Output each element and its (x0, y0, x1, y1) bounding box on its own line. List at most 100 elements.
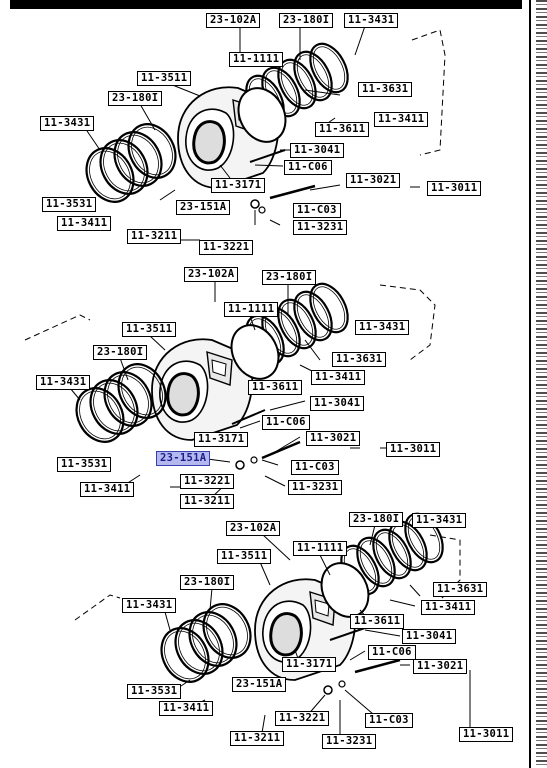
seal-ring (375, 532, 409, 576)
part-label[interactable]: 11-3411 (311, 370, 366, 385)
leader-line (304, 339, 321, 361)
part-label[interactable]: 11-3211 (230, 731, 285, 746)
part-label[interactable]: 11-3511 (137, 71, 192, 86)
seal-ring (99, 139, 149, 195)
seal-ring (79, 390, 121, 440)
part-label[interactable]: 11-3431 (355, 320, 410, 335)
part-label[interactable]: 11-3041 (402, 629, 457, 644)
washer (323, 685, 333, 695)
part-label[interactable]: 11-3611 (350, 614, 405, 629)
part-label[interactable]: 11-3631 (433, 582, 488, 597)
leader-line (264, 475, 286, 487)
part-label[interactable]: 11-3021 (306, 431, 361, 446)
part-label[interactable]: 23-180I (279, 13, 334, 28)
part-label[interactable]: 11-C06 (284, 160, 332, 175)
part-label[interactable]: 11-3631 (358, 82, 413, 97)
part-label[interactable]: 11-3411 (80, 482, 135, 497)
part-label[interactable]: 11-3431 (36, 375, 91, 390)
part-label[interactable]: 23-180I (262, 270, 317, 285)
leader-line (254, 164, 284, 167)
oil-seal (230, 324, 280, 380)
part-label[interactable]: 11-3041 (310, 396, 365, 411)
part-label[interactable]: 23-102A (226, 521, 281, 536)
part-label[interactable]: 11-3211 (127, 229, 182, 244)
leader-line (119, 357, 129, 381)
part-label[interactable]: 11-1111 (224, 302, 279, 317)
part-label[interactable]: 11-C06 (262, 415, 310, 430)
part-label[interactable]: 23-180I (180, 575, 235, 590)
seal-ring (277, 298, 317, 350)
part-label[interactable]: 23-180I (349, 512, 404, 527)
part-label[interactable]: 11-3231 (293, 220, 348, 235)
part-label[interactable]: 11-3431 (412, 513, 467, 528)
part-label[interactable]: 11-3411 (57, 216, 112, 231)
part-label[interactable]: 11-C06 (368, 645, 416, 660)
part-label[interactable]: 23-102A (206, 13, 261, 28)
part-label[interactable]: 11-C03 (293, 203, 341, 218)
seal-ring (404, 512, 444, 564)
leader-line (304, 89, 341, 96)
part-label[interactable]: 23-151A (176, 200, 231, 215)
leader-line (69, 387, 81, 401)
part-label[interactable]: 11-3011 (427, 181, 482, 196)
dashed-guide (379, 284, 436, 361)
part-label-selected[interactable]: 23-151A (156, 451, 211, 466)
leader-line (261, 533, 291, 561)
part-label[interactable]: 11-C03 (291, 460, 339, 475)
part-label[interactable]: 11-3211 (180, 494, 235, 509)
part-label[interactable]: 11-3231 (288, 480, 343, 495)
part-label[interactable]: 11-3171 (282, 657, 337, 672)
leader-line (239, 420, 261, 429)
seal-ring (107, 374, 149, 424)
part-label[interactable]: 11-3011 (386, 442, 441, 457)
part-label[interactable]: 11-3631 (332, 352, 387, 367)
right-border-line (529, 0, 531, 768)
part-label[interactable]: 11-3221 (180, 474, 235, 489)
part-label[interactable]: 11-3221 (275, 711, 330, 726)
part-label[interactable]: 23-151A (232, 677, 287, 692)
seal-ring (103, 371, 153, 427)
part-label[interactable]: 11-3611 (315, 122, 370, 137)
rotor-housing (254, 578, 357, 681)
seal-ring (372, 528, 412, 580)
part-label[interactable]: 11-1111 (229, 52, 284, 67)
part-label[interactable]: 11-3431 (122, 598, 177, 613)
dowel-pin (269, 184, 316, 200)
part-label[interactable]: 11-3221 (199, 240, 254, 255)
part-label[interactable]: 11-3231 (322, 734, 377, 749)
part-label[interactable]: 11-1111 (293, 541, 348, 556)
part-label[interactable]: 11-3041 (290, 143, 345, 158)
part-label[interactable]: 11-3611 (248, 380, 303, 395)
part-label[interactable]: 11-3531 (57, 457, 112, 472)
housing-outline (314, 599, 330, 617)
part-label[interactable]: 11-3021 (346, 173, 401, 188)
part-label[interactable]: 11-3511 (122, 322, 177, 337)
part-label[interactable]: 11-3011 (459, 727, 514, 742)
part-label[interactable]: 23-102A (184, 267, 239, 282)
part-label[interactable]: 23-180I (108, 91, 163, 106)
seal-ring (309, 42, 349, 94)
part-label[interactable]: 11-3171 (194, 432, 249, 447)
part-label[interactable]: 11-3531 (42, 197, 97, 212)
seal-ring (202, 603, 252, 659)
seal-ring (280, 62, 314, 106)
part-label[interactable]: 11-3431 (344, 13, 399, 28)
part-label[interactable]: 23-180I (93, 345, 148, 360)
oil-seal (237, 87, 287, 143)
part-label[interactable]: 11-3021 (413, 659, 468, 674)
part-label[interactable]: 11-3411 (374, 112, 429, 127)
housing-outline (166, 372, 200, 417)
dashed-guide (411, 29, 446, 156)
seal-ring (89, 379, 139, 435)
part-label[interactable]: 11-3411 (159, 701, 214, 716)
part-label[interactable]: 11-C03 (365, 713, 413, 728)
seal-ring (117, 134, 159, 184)
part-label[interactable]: 11-3531 (127, 684, 182, 699)
seal-ring (113, 131, 163, 187)
part-label[interactable]: 11-3431 (40, 116, 95, 131)
part-label[interactable]: 11-3411 (421, 600, 476, 615)
part-label[interactable]: 11-3511 (217, 549, 272, 564)
dashed-guide (24, 314, 91, 341)
leader-line (164, 611, 171, 631)
part-label[interactable]: 11-3171 (211, 178, 266, 193)
